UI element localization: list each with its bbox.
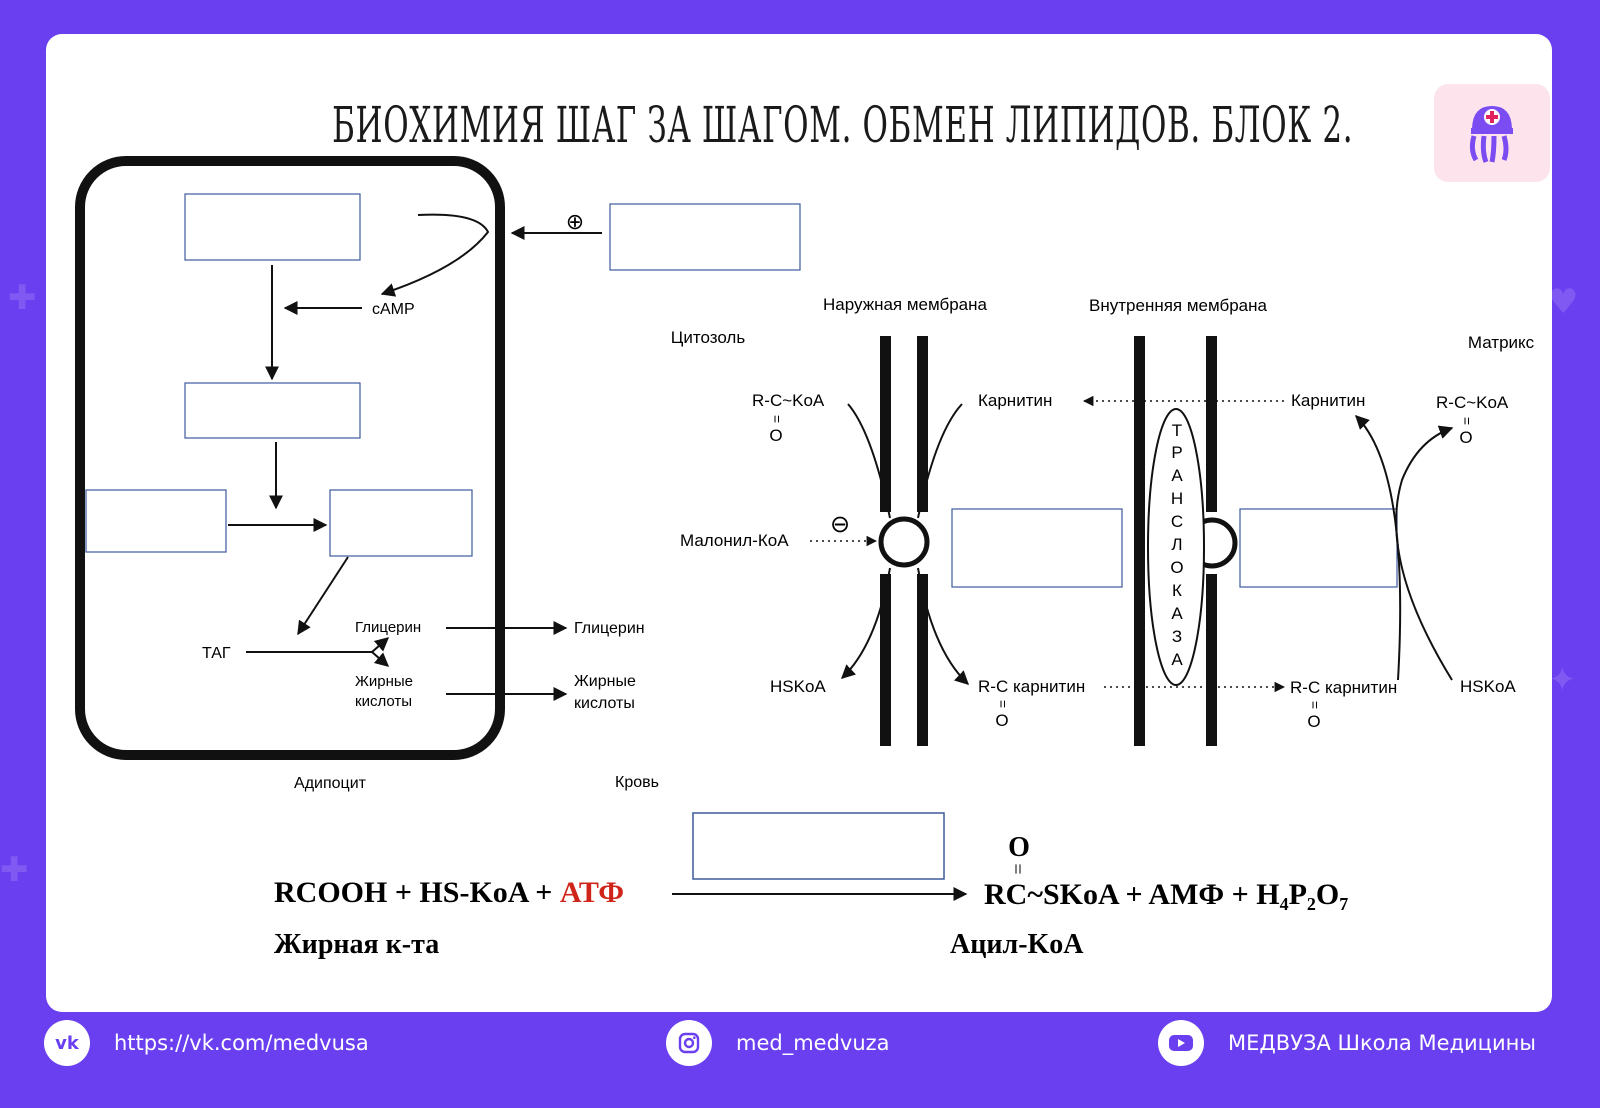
equation-sub2: 2 (1307, 894, 1316, 914)
cpt2-to-carnitine (1355, 415, 1402, 681)
inner-membrane-label: Внутренняя мембрана (1089, 296, 1268, 315)
carnitine-left: Карнитин (978, 391, 1052, 410)
plus-sign: ⊕ (566, 209, 584, 234)
equation-left: RCOOH + HS-KoA + АТФ (274, 876, 624, 909)
equation-double-bond: = (1006, 863, 1028, 874)
fatty-acid-label: Жирная к-та (274, 929, 439, 960)
background-cross-icon: ✚ (0, 850, 29, 890)
fatty-blood-1: Жирные (574, 673, 636, 690)
acyl-coa-left-bond: = (769, 415, 785, 423)
arrow-box4-to-tag (297, 556, 349, 636)
translocase-letter: З (1172, 627, 1182, 646)
fatty-inside-2: кислоты (355, 693, 412, 710)
answer-box-cpt1[interactable] (951, 508, 1123, 588)
answer-box-hormone[interactable] (609, 203, 801, 271)
arrow-split-glycerol (371, 637, 390, 653)
answer-box-4[interactable] (329, 489, 473, 557)
cpt1-transporter (878, 516, 930, 568)
glycerol-blood: Глицерин (574, 620, 645, 637)
answer-box-enzyme[interactable] (692, 812, 945, 880)
cpt1-to-acylcarnitine (917, 567, 970, 685)
translocase-ellipse (1147, 408, 1205, 686)
acyl-coa-right: R-C~KoA (1436, 393, 1509, 412)
glycerol-inside: Глицерин (355, 619, 421, 636)
translocase-letter: К (1172, 581, 1182, 600)
background-heart-icon: ♥ (1548, 282, 1579, 322)
translocase-letter: С (1171, 512, 1183, 531)
equation-sub7: 7 (1339, 894, 1348, 914)
hskoa-left: HSKoA (770, 677, 826, 696)
equation-reactants: RCOOH + HS-KoA + (274, 876, 560, 909)
fatty-inside-1: Жирные (355, 673, 413, 690)
acyl-carnitine-right-bond: = (1307, 701, 1323, 709)
hskoa-right: HSKoA (1460, 677, 1516, 696)
tag-label: ТАГ (202, 645, 231, 662)
matrix-label: Матрикс (1468, 333, 1535, 352)
acyl-coa-left-o: O (769, 426, 782, 445)
vk-link[interactable]: https://vk.com/medvusa (114, 1031, 369, 1055)
footer-youtube[interactable]: МЕДВУЗА Школа Медицины (1158, 1020, 1536, 1066)
instagram-link[interactable]: med_medvuza (736, 1031, 890, 1055)
acyl-coa-right-o: O (1459, 428, 1472, 447)
brand-logo (1434, 84, 1550, 182)
equation-oxygen: O (1008, 832, 1030, 863)
outer-membrane-label: Наружная мембрана (823, 295, 988, 314)
malonyl-coa: Малонил-КоА (680, 531, 789, 550)
adipocyte-label: Адипоцит (294, 775, 367, 792)
translocase-letter: Т (1172, 421, 1182, 440)
blood-label: Кровь (615, 774, 659, 791)
inner-membrane-bar-1 (1134, 336, 1145, 746)
background-syringe-icon: ✦ (1548, 660, 1577, 700)
instagram-icon (666, 1020, 712, 1066)
adipocyte-cell (75, 156, 505, 760)
arrow-split-fatty (371, 651, 390, 667)
equation-atp: АТФ (560, 876, 624, 909)
translocase-letter: Л (1171, 535, 1182, 554)
answer-box-cpt2[interactable] (1239, 508, 1398, 588)
translocase-letter: А (1171, 650, 1183, 669)
equation-o: O (1316, 878, 1339, 911)
arrow-receptor-to-camp (380, 213, 490, 297)
octopus-doctor-icon (1469, 106, 1513, 163)
translocase-letter: А (1171, 466, 1183, 485)
answer-box-1[interactable] (184, 193, 361, 261)
youtube-link[interactable]: МЕДВУЗА Школа Медицины (1228, 1031, 1536, 1055)
translocase-letters: Т Р А Н С Л О К А З А (1170, 421, 1183, 669)
equation-sub4: 4 (1280, 894, 1289, 914)
acyl-carnitine-right-o: O (1307, 712, 1320, 731)
hskoa-to-acylcoa (1395, 425, 1454, 681)
youtube-icon (1158, 1020, 1204, 1066)
acyl-coa-left: R-C~KoA (752, 391, 825, 410)
equation-products: ~SKoA + AMФ + H (1027, 878, 1279, 911)
translocase-letter: А (1171, 604, 1183, 623)
translocase-letter: О (1170, 558, 1183, 577)
footer-vk[interactable]: vk https://vk.com/medvusa (44, 1020, 369, 1066)
background-pill-icon: ✚ (8, 278, 37, 318)
minus-sign: ⊖ (830, 511, 850, 538)
acyl-coa-right-bond: = (1459, 417, 1475, 425)
vk-icon: vk (44, 1020, 90, 1066)
answer-box-3[interactable] (85, 489, 227, 553)
acyl-carnitine-left: R-C карнитин (978, 677, 1085, 696)
cytosol-label: Цитозоль (671, 328, 746, 347)
camp-label: cAMP (372, 301, 415, 318)
translocase-letter: Р (1171, 443, 1182, 462)
acyl-carnitine-left-bond: = (995, 700, 1011, 708)
equation-rc: RC (984, 878, 1027, 911)
answer-box-2[interactable] (184, 382, 361, 439)
acyl-carnitine-right: R-C карнитин (1290, 678, 1397, 697)
equation-p: P (1289, 878, 1307, 911)
acyl-coa-label: Ацил-KoA (950, 929, 1084, 960)
equation-right: RC~SKoA + AMФ + H4P2O7 (984, 878, 1348, 914)
carnitine-to-cpt1 (917, 403, 963, 519)
page-title: БИОХИМИЯ ШАГ ЗА ШАГОМ. ОБМЕН ЛИПИДОВ. БЛ… (332, 96, 1354, 154)
cpt1-to-hskoa (840, 567, 891, 679)
footer-instagram[interactable]: med_medvuza (666, 1020, 890, 1066)
acyl-carnitine-left-o: O (995, 711, 1008, 730)
acyl-coa-to-cpt1 (847, 403, 891, 519)
fatty-blood-2: кислоты (574, 695, 635, 712)
carnitine-right: Карнитин (1291, 391, 1365, 410)
translocase-letter: Н (1171, 489, 1183, 508)
